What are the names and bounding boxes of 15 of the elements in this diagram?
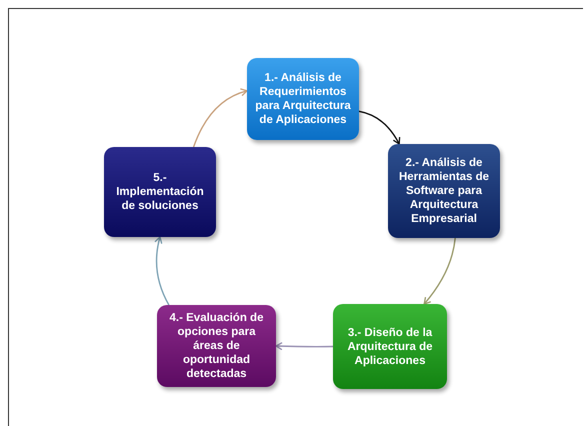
arrow <box>424 238 456 305</box>
step-text: 2.- Análisis de Herramientas de Software para Arquitectura Empresarial <box>398 156 490 226</box>
process-box <box>247 58 359 140</box>
process-box <box>388 144 500 238</box>
process-box <box>157 305 276 387</box>
arrow <box>154 236 170 306</box>
arrow <box>358 110 400 145</box>
arrow <box>192 88 248 148</box>
step-text: 3.- Diseño de la Arquitectura de Aplicaciones <box>346 326 434 368</box>
step-text: 4.- Evaluación de opciones para áreas de oportunidad detectadas <box>168 311 264 381</box>
step-text: 1.- Análisis de Requerimientos para Arquitectura de Aplicaciones <box>254 71 352 127</box>
process-box <box>104 147 216 237</box>
process-box <box>333 304 447 389</box>
arrow <box>275 342 334 350</box>
step-text: 5.- Implementación de soluciones <box>115 171 205 213</box>
